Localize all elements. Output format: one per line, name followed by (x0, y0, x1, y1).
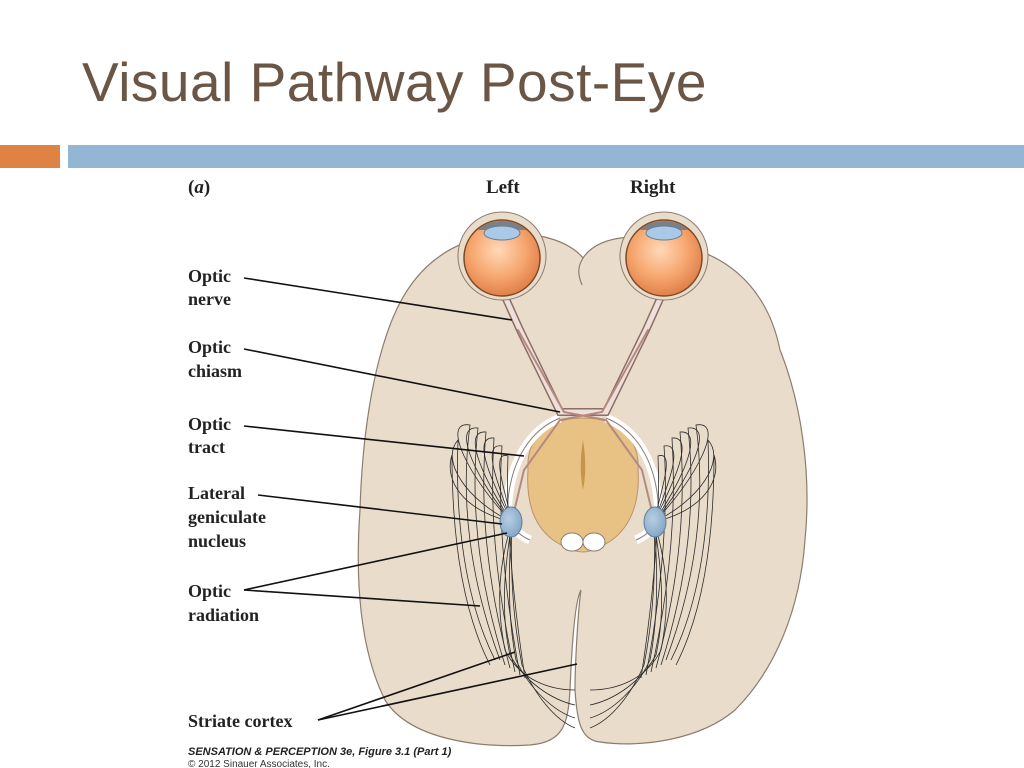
label-lateral-geniculate-nucleus: Lateral geniculate nucleus (188, 483, 271, 551)
label-optic-nerve: Optic nerve (188, 266, 236, 309)
label-right: Right (630, 177, 676, 198)
label-striate-cortex: Striate cortex (188, 711, 292, 731)
accent-bar-blue (68, 145, 1024, 168)
slide-title: Visual Pathway Post-Eye (82, 51, 707, 113)
figure-copyright: © 2012 Sinauer Associates, Inc. (188, 759, 330, 768)
mammillary-body-right (582, 532, 606, 552)
accent-bar-orange (0, 145, 60, 168)
figure-credit: SENSATION & PERCEPTION 3e, Figure 3.1 (P… (188, 746, 452, 758)
leader-lines (243, 277, 578, 721)
mammillary-body-left (560, 532, 584, 552)
label-optic-radiation: Optic radiation (188, 581, 259, 625)
third-ventricle (580, 440, 586, 490)
label-optic-tract: Optic tract (188, 414, 236, 457)
longitudinal-fissure (578, 257, 584, 286)
lgn-right (643, 506, 667, 538)
optic-radiation-right (589, 424, 717, 729)
lgn-left (499, 506, 523, 538)
left-eye (457, 211, 547, 301)
optic-radiation-left (449, 424, 576, 729)
panel-label: (a) (188, 177, 210, 198)
right-eye (619, 211, 709, 301)
optic-nerves-and-chiasm (498, 286, 668, 521)
label-left: Left (486, 177, 520, 198)
label-optic-chiasm: Optic chiasm (188, 337, 242, 381)
